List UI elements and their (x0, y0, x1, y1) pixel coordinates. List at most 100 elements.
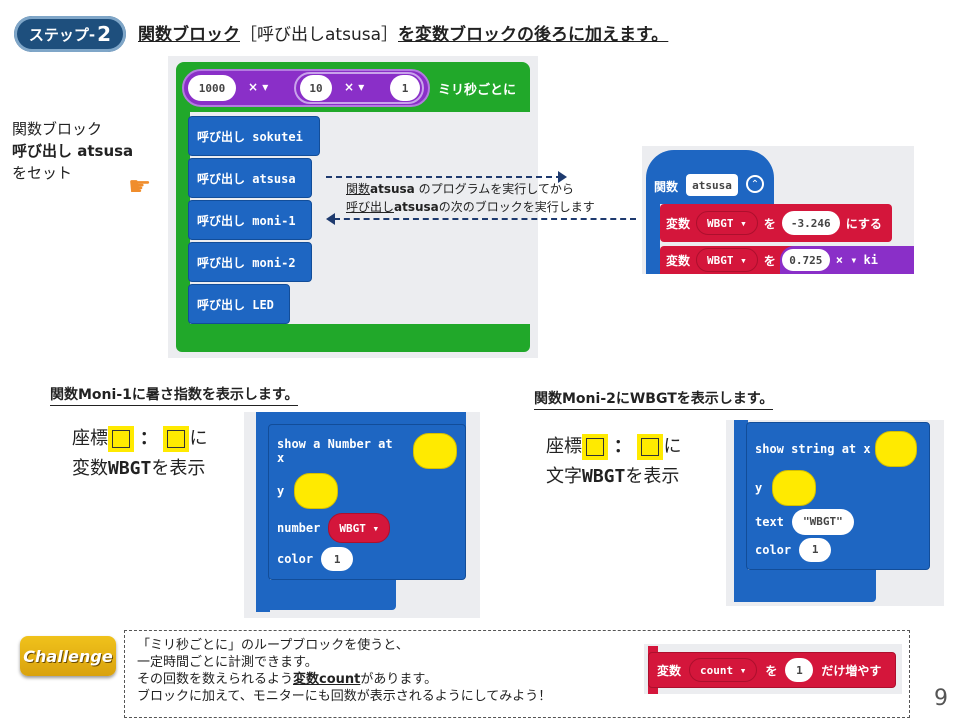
moni1-x-box (108, 426, 134, 452)
function-keyword: 関数 (654, 180, 679, 194)
show-number-row4: color 1 (277, 547, 354, 571)
show-string-x-slot[interactable] (874, 430, 917, 467)
explain-line2-name: atsusa (394, 200, 439, 214)
challenge-box: 「ミリ秒ごとに」のループブロックを使うと、 一定時間ごとに計測できます。 その回… (124, 630, 910, 718)
change-count-value[interactable]: 1 (785, 658, 814, 682)
moni2-coord-line: 座標 ： に (546, 432, 681, 462)
challenge-badge: Challenge (20, 636, 116, 676)
show-string-color-value[interactable]: 1 (799, 537, 832, 562)
show-string-block[interactable]: show string at x y text "WBGT" color 1 (746, 422, 930, 570)
explain-line2-call: 呼び出し (346, 200, 395, 214)
show-number-color-value[interactable]: 1 (321, 547, 354, 571)
show-number-row1: show a Number at x (277, 433, 457, 469)
challenge-line3-b: 変数count (293, 672, 361, 687)
step-label: ステップ- (28, 25, 96, 44)
challenge-line4: ブロックに加えて、モニターにも回数が表示されるようにしてみよう！ (137, 689, 552, 704)
set-wbgt-1-dropdown[interactable]: WBGT ▾ (696, 211, 758, 235)
moni1-line2-b: WBGT (108, 458, 152, 479)
call-sokutei-label: 呼び出し sokutei (197, 129, 303, 144)
call-atsusa-block[interactable]: 呼び出し atsusa (188, 158, 312, 198)
left-note-line2: 呼び出し atsusa (12, 142, 134, 160)
call-atsusa-label: 呼び出し atsusa (197, 171, 296, 186)
moni2-colon: ： (613, 436, 632, 457)
call-moni1-block[interactable]: 呼び出し moni-1 (188, 200, 312, 240)
show-string-y-slot[interactable] (772, 469, 817, 506)
change-count-wo: を (765, 663, 778, 678)
set-wbgt-2-op[interactable]: × ▾ (835, 253, 858, 267)
set-wbgt-1-value[interactable]: -3.246 (781, 211, 840, 235)
moni2-container-side (734, 420, 748, 602)
set-wbgt-block-2[interactable]: 変数 WBGT ▾ を 0.725 × ▾ ki (660, 246, 914, 274)
moni1-instruction: 座標 ： に 変数WBGTを表示 (72, 424, 207, 484)
call-sokutei-block[interactable]: 呼び出し sokutei (188, 116, 320, 156)
show-string-row3: text "WBGT" (755, 508, 854, 535)
call-moni2-label: 呼び出し moni-2 (197, 255, 296, 270)
collapse-icon[interactable]: ⌃ (746, 175, 764, 193)
show-number-color-label: color (277, 552, 314, 566)
left-note-line1: 関数ブロック (12, 120, 103, 138)
set-wbgt-2-tail: ki (863, 253, 878, 267)
show-number-x-slot[interactable] (413, 433, 457, 469)
step-badge: ステップ-2 (14, 16, 126, 52)
pointing-hand-icon: ☛ (128, 172, 152, 202)
left-note: 関数ブロック 呼び出し atsusa をセット (12, 118, 133, 184)
moni1-y-box (163, 426, 190, 452)
show-number-block[interactable]: show a Number at x y number WBGT ▾ color… (268, 424, 466, 580)
moni1-coord-line: 座標 ： に (72, 424, 207, 454)
show-string-color-label: color (755, 542, 792, 557)
set-wbgt-2-var: 変数 (666, 253, 691, 268)
loop-label: ミリ秒ごとに (438, 83, 517, 98)
moni2-y-box (637, 434, 664, 460)
call-moni1-label: 呼び出し moni-1 (197, 213, 296, 228)
loop-value2[interactable]: 10 (300, 75, 332, 101)
change-count-dropdown[interactable]: count ▾ (689, 658, 758, 682)
show-string-text-value[interactable]: "WBGT" (791, 508, 854, 535)
set-wbgt-2-dropdown[interactable]: WBGT ▾ (696, 248, 758, 272)
challenge-line1: 「ミリ秒ごとに」のループブロックを使うと、 (137, 638, 409, 653)
change-count-block[interactable]: 変数 count ▾ を 1 だけ増やす (648, 652, 896, 688)
moni2-title: 関数Moni-2にWBGTを表示します。 (534, 388, 774, 410)
show-number-var-dropdown[interactable]: WBGT ▾ (328, 513, 391, 543)
show-number-y-slot[interactable] (294, 473, 339, 509)
set-wbgt-1-suffix: にする (845, 216, 882, 231)
moni1-colon: ： (139, 428, 158, 449)
function-def-body (646, 196, 660, 274)
challenge-line2: 一定時間ごとに計測できます。 (137, 655, 318, 670)
set-wbgt-2-value[interactable]: 0.725 (781, 249, 830, 271)
set-wbgt-1-var: 変数 (666, 216, 691, 231)
moni1-line2: 変数WBGTを表示 (72, 454, 207, 484)
change-count-var: 変数 (657, 663, 682, 678)
show-string-row2: y (755, 469, 817, 506)
moni1-line2-c: を表示 (151, 458, 206, 479)
call-moni2-block[interactable]: 呼び出し moni-2 (188, 242, 312, 282)
arrow-left (334, 218, 636, 220)
explain-text: 関数atsusa のプログラムを実行してから 呼び出しatsusaの次のブロック… (346, 180, 595, 216)
challenge-line3-c: があります。 (360, 672, 438, 687)
explain-line1-name: atsusa (370, 182, 415, 196)
show-string-label: show string at x (755, 441, 871, 456)
loop-op1[interactable]: × ▾ (248, 80, 269, 94)
call-led-block[interactable]: 呼び出し LED (188, 284, 290, 324)
challenge-line3-a: その回数を数えられるよう (137, 672, 294, 687)
arrow-right-head-icon (558, 171, 567, 183)
left-note-line3: をセット (12, 164, 73, 182)
call-led-label: 呼び出し LED (197, 297, 274, 312)
explain-line2: 呼び出しatsusaの次のブロックを実行します (346, 198, 595, 216)
change-count-suffix: だけ増やす (821, 663, 882, 678)
function-name[interactable]: atsusa (686, 174, 738, 196)
show-string-row4: color 1 (755, 537, 832, 562)
moni1-container-bottom (256, 580, 396, 610)
loop-op2[interactable]: × ▾ (344, 80, 365, 94)
explain-line1: 関数atsusa のプログラムを実行してから (346, 180, 595, 198)
set-wbgt-block-1[interactable]: 変数 WBGT ▾ を -3.246 にする (660, 204, 892, 242)
loop-block-bottom (176, 324, 530, 352)
moni1-title: 関数Moni-1に暑さ指数を表示します。 (50, 384, 299, 406)
loop-value3[interactable]: 1 (390, 75, 420, 101)
show-string-text-label: text (755, 514, 784, 529)
show-number-number-label: number (277, 521, 321, 535)
arrow-left-head-icon (326, 213, 335, 225)
loop-value1[interactable]: 1000 (188, 75, 236, 101)
moni1-line2-a: 変数 (72, 458, 108, 479)
moni1-ni: に (189, 428, 208, 449)
moni2-line2-a: 文字 (546, 466, 582, 487)
